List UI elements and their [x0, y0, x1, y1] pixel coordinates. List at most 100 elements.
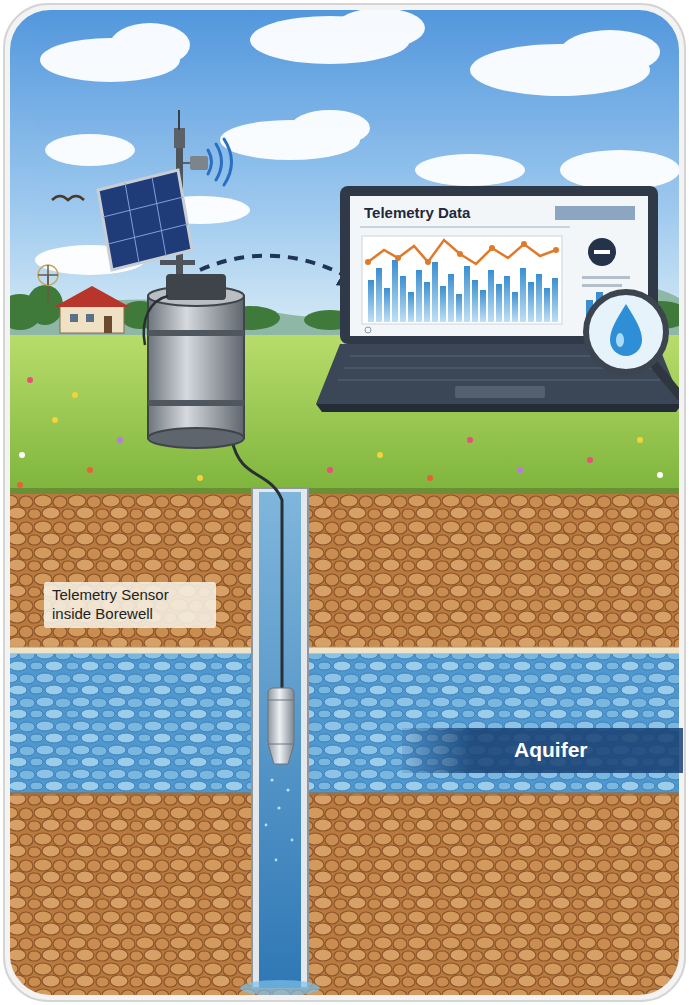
bedrock-layer: [10, 794, 679, 995]
bubbles: [270, 778, 273, 781]
screen-dashboard: [521, 241, 527, 247]
solar-panel: [98, 170, 192, 270]
cloud: [290, 110, 370, 146]
borewell-pipe: [252, 488, 308, 988]
magnifier-icon: [652, 362, 679, 396]
screen-dashboard: [488, 270, 494, 322]
farmhouse: [70, 314, 78, 322]
screen-dashboard: [456, 294, 462, 322]
soil-layer: [10, 492, 679, 650]
solar-panel: [98, 170, 192, 270]
aquifer-layer: [10, 654, 679, 794]
layer-boundary: [10, 792, 679, 796]
screen-dashboard: [368, 260, 558, 322]
screen-dashboard: [553, 247, 559, 253]
farmhouse: [104, 316, 112, 333]
solar-panel: [103, 177, 188, 263]
cloud: [335, 10, 425, 48]
screen-dashboard: [528, 282, 534, 322]
solar-panel: [152, 177, 166, 256]
screen-dashboard: [504, 276, 510, 322]
screen-dashboard: [544, 288, 550, 322]
borewell-pipe: [240, 488, 320, 995]
magnifier-icon: [616, 333, 624, 347]
screen-dashboard: [395, 255, 401, 261]
bubbles: [275, 859, 278, 862]
screen-dashboard: [582, 284, 622, 287]
screen-dashboard: [489, 245, 495, 251]
flowers: [19, 452, 25, 458]
screen-dashboard: [365, 259, 371, 265]
screen-dashboard: [362, 236, 562, 324]
screen-dashboard: [392, 260, 398, 322]
layer-boundary: [10, 647, 679, 654]
cloud: [560, 150, 679, 190]
screen-dashboard: [448, 274, 454, 322]
screen-dashboard: [360, 226, 570, 228]
screen-dashboard: [588, 238, 616, 266]
flowers: [517, 467, 523, 473]
laptop: [316, 404, 679, 412]
screen-dashboard: [512, 292, 518, 322]
flowers: [427, 475, 433, 481]
antenna: [178, 110, 180, 130]
screen-dashboard: [432, 262, 438, 322]
antenna: [208, 139, 232, 185]
bubbles: [265, 778, 294, 861]
treeline: [27, 285, 63, 325]
screen-dashboard: [368, 280, 374, 322]
screen-dashboard: [536, 274, 542, 322]
antenna: [174, 110, 232, 185]
screen-dashboard: [555, 206, 635, 220]
screen-dashboard: [457, 251, 463, 257]
flowers: [72, 392, 78, 398]
farmhouse: [54, 286, 130, 333]
grass-edge: [10, 488, 679, 494]
farmhouse: [54, 286, 130, 307]
magnifier-icon: [610, 304, 642, 356]
farmhouse: [86, 314, 94, 322]
screen-dashboard: [464, 266, 470, 322]
screen-dashboard: [425, 259, 431, 265]
bubbles: [286, 788, 289, 791]
magnifier-icon: [586, 292, 666, 372]
borewell-pipe: [240, 980, 320, 995]
windmill: [47, 265, 49, 285]
bird: [52, 196, 84, 200]
flowers: [117, 437, 123, 443]
panel-cable: [144, 296, 168, 345]
windmill: [38, 265, 58, 285]
data-logger: [148, 330, 244, 336]
antenna: [174, 128, 185, 148]
cloud: [415, 154, 525, 186]
bubbles: [277, 806, 280, 809]
flowers: [467, 437, 473, 443]
screen-title-text: Telemetry Data: [364, 204, 473, 223]
screen-dashboard: [480, 290, 486, 322]
solar-panel: [125, 183, 139, 263]
screen-dashboard: [440, 286, 446, 322]
flowers: [327, 467, 333, 473]
flowers: [17, 482, 23, 488]
screen-dashboard: [408, 292, 414, 322]
screen-dashboard: [365, 241, 559, 265]
data-logger: [148, 274, 244, 448]
telemetry-sensor: [268, 688, 294, 746]
callout-label: Telemetry Sensor inside Borewell: [44, 582, 216, 628]
bubbles: [291, 839, 294, 842]
borewell-pipe: [259, 492, 301, 988]
laptop: [338, 380, 660, 381]
laptop: [316, 186, 679, 412]
screen-dashboard: [472, 280, 478, 322]
telemetry-sensor: [268, 744, 294, 764]
cloud: [560, 30, 660, 74]
laptop: [455, 386, 545, 398]
screen-dashboard: [582, 276, 630, 279]
screen-dashboard: [424, 282, 430, 322]
antenna: [224, 139, 232, 185]
bubbles: [265, 824, 268, 827]
data-logger: [148, 296, 244, 438]
